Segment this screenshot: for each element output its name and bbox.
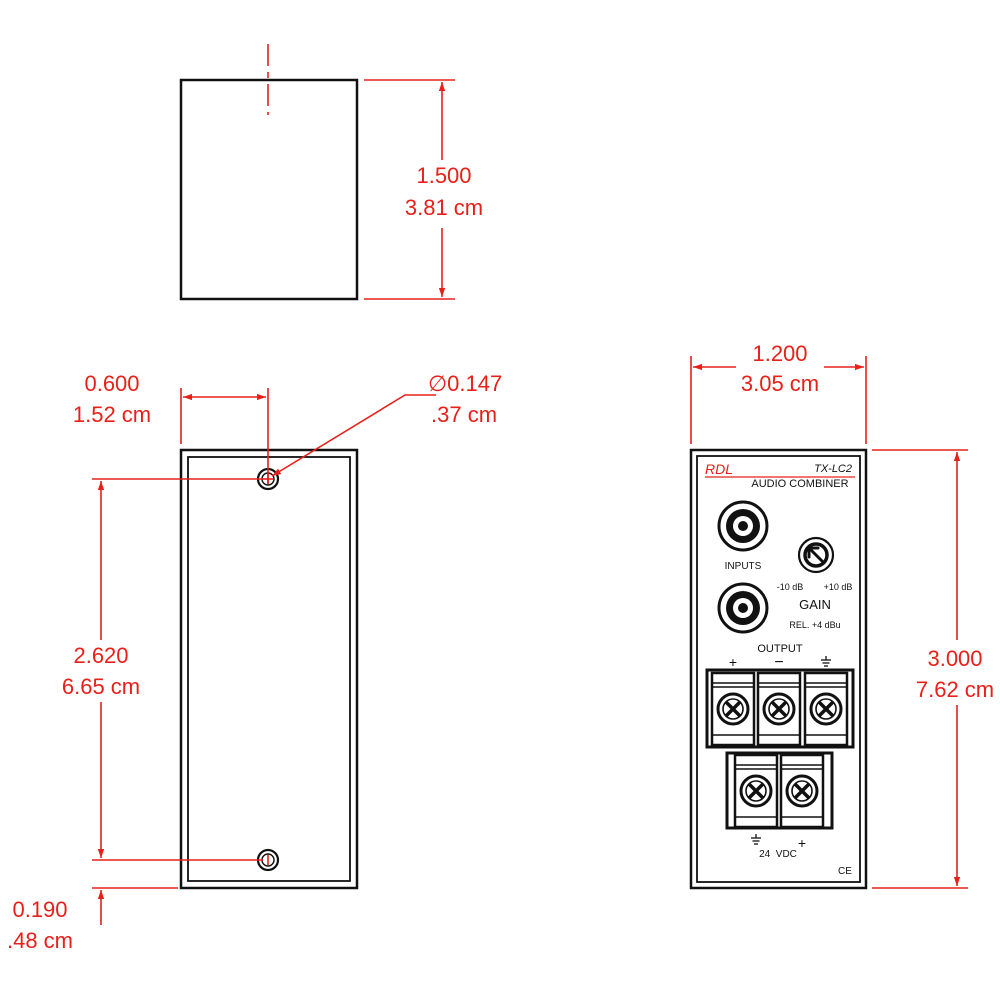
gain-knob [797, 536, 835, 574]
bottom-offset-cm: .48 cm [7, 928, 73, 953]
top-height-cm: 3.81 cm [405, 195, 483, 220]
inputs-label: INPUTS [725, 561, 762, 572]
brand-logo: RDL [705, 461, 733, 477]
power-ground-terminal [733, 753, 779, 829]
rear-view: 0.600 1.52 cm ∅0.147 .37 cm 2.620 6.65 c… [7, 371, 502, 953]
front-outer-outline [689, 448, 868, 890]
output-label: OUTPUT [757, 643, 803, 655]
top-view: 1.500 3.81 cm [179, 44, 483, 301]
rear-inner-outline [187, 456, 351, 882]
power-plus-label: + [798, 835, 806, 851]
gain-label: GAIN [799, 597, 831, 612]
input-2-jack [717, 582, 769, 634]
hole-diameter-inches: ∅0.147 [428, 371, 502, 396]
output-minus-label: − [774, 654, 783, 671]
front-height-cm: 7.62 cm [916, 677, 994, 702]
power-voltage-label: 24 VDC [759, 849, 797, 860]
input-1-jack [717, 500, 769, 552]
output-plus-terminal [710, 671, 756, 747]
front-view: 1.200 3.05 cm 3.000 7.62 cm RDL TX-LC2 A… [689, 341, 994, 890]
power-ground-icon [750, 833, 762, 845]
top-view-outline [179, 78, 359, 301]
front-width-cm: 3.05 cm [741, 371, 819, 396]
hole-diameter-leader [271, 394, 436, 477]
power-plus-terminal [779, 753, 825, 829]
front-inner-outline [696, 455, 861, 883]
gain-min-label: -10 dB [777, 582, 804, 592]
front-height-inches: 3.000 [927, 646, 982, 671]
hole-offset-cm: 1.52 cm [73, 402, 151, 427]
hole-diameter-cm: .37 cm [431, 402, 497, 427]
product-name: AUDIO COMBINER [751, 478, 848, 490]
top-height-inches: 1.500 [416, 163, 471, 188]
hole-spacing-inches: 2.620 [73, 643, 128, 668]
output-plus-label: + [729, 654, 737, 670]
output-ground-icon [820, 655, 832, 667]
output-ground-terminal [803, 671, 849, 747]
front-width-inches: 1.200 [752, 341, 807, 366]
model-number: TX-LC2 [814, 463, 852, 475]
gain-max-label: +10 dB [824, 582, 853, 592]
hole-spacing-cm: 6.65 cm [62, 674, 140, 699]
output-minus-terminal [756, 671, 802, 747]
hole-offset-inches: 0.600 [84, 371, 139, 396]
gain-reference-label: REL. +4 dBu [789, 620, 840, 630]
rear-outer-outline [179, 448, 359, 890]
bottom-offset-inches: 0.190 [12, 897, 67, 922]
ce-mark: CE [838, 866, 852, 877]
